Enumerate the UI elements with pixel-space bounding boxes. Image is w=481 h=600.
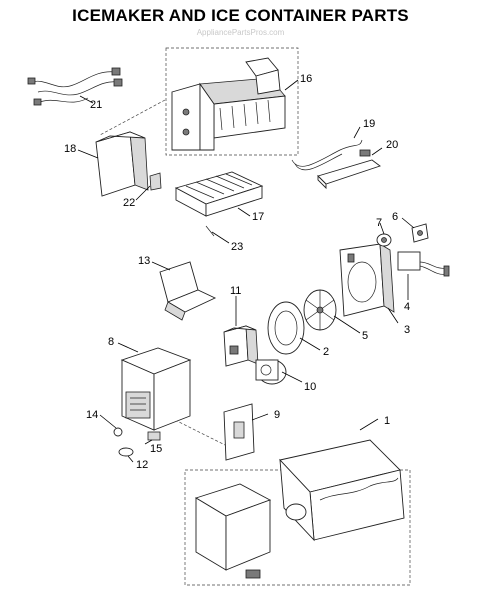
label-11: 11 — [230, 285, 241, 297]
part-13-duct[interactable] — [159, 261, 217, 321]
label-2: 2 — [323, 346, 329, 358]
label-10: 10 — [304, 381, 316, 393]
part-15-fitting[interactable] — [147, 431, 161, 441]
part-21-wire-harness[interactable] — [27, 67, 123, 106]
label-21: 21 — [90, 99, 102, 111]
label-8: 8 — [108, 336, 114, 348]
label-4: 4 — [404, 301, 410, 313]
label-14: 14 — [86, 409, 98, 421]
part-labels: 1 2 3 4 5 6 7 8 9 10 11 12 13 14 15 16 1… — [64, 73, 410, 471]
label-6: 6 — [392, 211, 398, 223]
leader-lines — [77, 79, 415, 463]
part-11-switch[interactable] — [223, 325, 259, 367]
label-19: 19 — [363, 118, 375, 130]
label-18: 18 — [64, 143, 76, 155]
label-13: 13 — [138, 255, 150, 267]
label-17: 17 — [252, 211, 264, 223]
part-14-screw[interactable] — [113, 427, 123, 437]
part-20-shelf[interactable] — [317, 149, 381, 190]
label-9: 9 — [274, 409, 280, 421]
part-18-front-cover[interactable] — [95, 131, 149, 197]
part-1-ice-container[interactable] — [194, 439, 405, 579]
part-3-fan-housing[interactable] — [339, 243, 395, 317]
part-5-fan-blade[interactable] — [303, 289, 337, 331]
label-20: 20 — [386, 139, 398, 151]
part-19-bracket[interactable] — [291, 139, 363, 171]
label-7: 7 — [376, 217, 382, 229]
label-1: 1 — [384, 415, 390, 427]
label-22: 22 — [123, 197, 135, 209]
part-9-switch-plate[interactable] — [223, 403, 255, 461]
diagram-title: ICEMAKER AND ICE CONTAINER PARTS — [72, 6, 409, 25]
part-2-fan-shroud[interactable] — [267, 301, 305, 355]
label-12: 12 — [136, 459, 148, 471]
part-22-clip[interactable] — [149, 172, 162, 191]
part-4-motor-assembly[interactable] — [397, 251, 450, 277]
part-8-control-housing[interactable] — [120, 347, 192, 431]
label-15: 15 — [150, 443, 162, 455]
label-3: 3 — [404, 324, 410, 336]
label-5: 5 — [362, 330, 368, 342]
part-12-clip[interactable] — [118, 447, 134, 457]
part-23-pin[interactable] — [205, 225, 215, 237]
part-10-motor[interactable] — [255, 359, 287, 385]
part-6-clip[interactable] — [411, 223, 429, 243]
part-17-ice-mold[interactable] — [174, 171, 264, 217]
label-23: 23 — [231, 241, 243, 253]
label-16: 16 — [300, 73, 312, 85]
part-16-icemaker[interactable] — [171, 57, 286, 151]
watermark: AppliancePartsPros.com — [196, 28, 285, 37]
part-7-bushing[interactable] — [376, 233, 392, 247]
